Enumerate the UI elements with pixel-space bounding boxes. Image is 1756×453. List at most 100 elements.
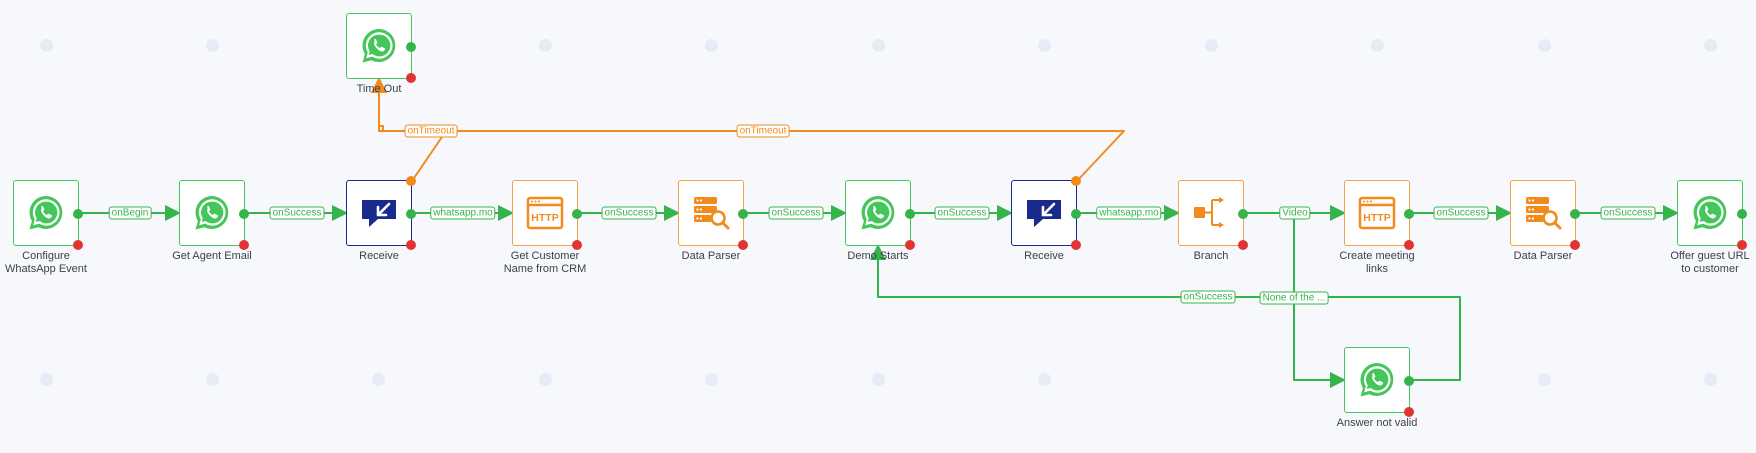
output-port[interactable]	[905, 209, 915, 219]
receive-chat-icon	[1024, 196, 1064, 230]
grid-dot	[1038, 39, 1051, 52]
grid-dot	[206, 373, 219, 386]
whatsapp-icon	[192, 193, 232, 233]
edge-label[interactable]: onSuccess	[1600, 206, 1656, 220]
whatsapp-icon	[359, 26, 399, 66]
edge-label[interactable]: onSuccess	[269, 206, 325, 220]
edge-label[interactable]: onTimeout	[404, 124, 458, 138]
error-port[interactable]	[905, 240, 915, 250]
node-not-valid[interactable]	[1344, 347, 1414, 417]
node-demo[interactable]	[845, 180, 915, 250]
grid-dot	[40, 39, 53, 52]
node-configure[interactable]	[13, 180, 83, 250]
node-label: Get Customer Name from CRM	[503, 250, 587, 275]
edge-label[interactable]: Video	[1279, 206, 1311, 220]
timeout-port[interactable]	[1071, 176, 1081, 186]
edge-label[interactable]: whatsapp.mo	[1096, 206, 1162, 220]
node-label: Create meeting links	[1339, 250, 1415, 275]
node-parser-1[interactable]	[678, 180, 748, 250]
node-label: Demo Starts	[847, 250, 909, 262]
node-meeting[interactable]: HTTP	[1344, 180, 1414, 250]
edge-label[interactable]: onSuccess	[601, 206, 657, 220]
svg-text:HTTP: HTTP	[531, 212, 558, 224]
whatsapp-icon	[1690, 193, 1730, 233]
node-receive-1[interactable]	[346, 176, 416, 250]
whatsapp-icon	[858, 193, 898, 233]
node-guest-url[interactable]	[1677, 180, 1747, 250]
node-branch[interactable]	[1178, 180, 1248, 250]
node-crm[interactable]: HTTP	[512, 180, 582, 250]
node-receive-2[interactable]	[1011, 176, 1081, 250]
timeout-port[interactable]	[406, 176, 416, 186]
edge-13[interactable]	[870, 244, 1461, 381]
output-port[interactable]	[1238, 209, 1248, 219]
output-port[interactable]	[406, 209, 416, 219]
grid-dot	[1704, 373, 1717, 386]
error-port[interactable]	[1071, 240, 1081, 250]
whatsapp-icon	[26, 193, 66, 233]
node-label: Offer guest URL to customer	[1670, 250, 1750, 275]
output-port[interactable]	[239, 209, 249, 219]
error-port[interactable]	[1404, 240, 1414, 250]
edge-label[interactable]: whatsapp.mo	[430, 206, 496, 220]
edge-11[interactable]	[371, 77, 1125, 182]
output-port[interactable]	[1737, 209, 1747, 219]
node-label: Branch	[1193, 250, 1229, 262]
node-label: Configure WhatsApp Event	[5, 250, 87, 275]
http-icon: HTTP	[525, 195, 565, 231]
error-port[interactable]	[406, 73, 416, 83]
grid-dot	[1538, 373, 1551, 386]
output-port[interactable]	[1570, 209, 1580, 219]
node-label: Time Out	[356, 83, 402, 95]
edge-label[interactable]: onSuccess	[1180, 290, 1236, 304]
error-port[interactable]	[73, 240, 83, 250]
output-port[interactable]	[1071, 209, 1081, 219]
error-port[interactable]	[572, 240, 582, 250]
output-port[interactable]	[406, 42, 416, 52]
output-port[interactable]	[738, 209, 748, 219]
grid-dot	[1038, 373, 1051, 386]
error-port[interactable]	[1238, 240, 1248, 250]
node-agent-email[interactable]	[179, 180, 249, 250]
edge-12[interactable]	[1293, 213, 1346, 388]
output-port[interactable]	[1404, 209, 1414, 219]
edge-label[interactable]: None of the ...	[1259, 291, 1329, 305]
edge-label[interactable]: onTimeout	[736, 124, 790, 138]
data-parser-icon	[1523, 194, 1563, 232]
grid-dot	[1538, 39, 1551, 52]
whatsapp-icon	[1357, 360, 1397, 400]
grid-dot	[539, 373, 552, 386]
output-port[interactable]	[73, 209, 83, 219]
node-label: Answer not valid	[1336, 417, 1418, 429]
grid-dot	[872, 39, 885, 52]
edge-label[interactable]: onSuccess	[768, 206, 824, 220]
node-parser-2[interactable]	[1510, 180, 1580, 250]
error-port[interactable]	[1737, 240, 1747, 250]
grid-dot	[705, 39, 718, 52]
output-port[interactable]	[572, 209, 582, 219]
grid-dot	[1205, 39, 1218, 52]
output-port[interactable]	[1404, 376, 1414, 386]
error-port[interactable]	[239, 240, 249, 250]
grid-dot	[206, 39, 219, 52]
receive-chat-icon	[359, 196, 399, 230]
grid-dot	[40, 373, 53, 386]
node-label: Receive	[1024, 250, 1064, 262]
node-label: Data Parser	[681, 250, 741, 262]
svg-text:HTTP: HTTP	[1363, 212, 1390, 224]
node-label: Receive	[359, 250, 399, 262]
grid-dot	[872, 373, 885, 386]
node-label: Data Parser	[1513, 250, 1573, 262]
branch-icon	[1191, 195, 1231, 231]
edge-label[interactable]: onBegin	[108, 206, 152, 220]
node-timeout[interactable]	[346, 13, 416, 83]
error-port[interactable]	[1570, 240, 1580, 250]
error-port[interactable]	[738, 240, 748, 250]
http-icon: HTTP	[1357, 195, 1397, 231]
node-label: Get Agent Email	[172, 250, 252, 262]
error-port[interactable]	[1404, 407, 1414, 417]
edge-label[interactable]: onSuccess	[1433, 206, 1489, 220]
edge-label[interactable]: onSuccess	[934, 206, 990, 220]
error-port[interactable]	[406, 240, 416, 250]
